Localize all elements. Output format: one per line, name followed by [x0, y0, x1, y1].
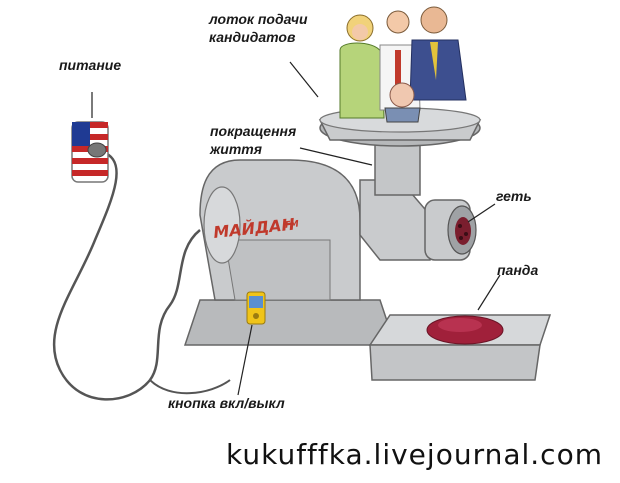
leader-panda — [477, 274, 501, 311]
leader-improvement — [299, 147, 373, 166]
label-power: питание — [59, 57, 122, 73]
power-cord — [52, 150, 201, 401]
us-flag-plug-icon — [71, 121, 109, 183]
label-feeder: лоток подачи кандидатов — [209, 11, 308, 45]
label-get-out: геть — [496, 188, 532, 204]
label-improvement: покращення життя — [210, 123, 297, 157]
power-switch-icon — [246, 291, 266, 325]
credit-watermark: kukufffka.livejournal.com — [226, 438, 603, 471]
grinder-body — [183, 124, 431, 346]
label-panda: панда — [497, 262, 539, 278]
label-switch: кнопка вкл/выкл — [168, 395, 285, 411]
leader-get-out — [467, 203, 496, 223]
leader-feeder — [289, 61, 319, 98]
label-leader-lines — [91, 61, 501, 396]
power-cord-slack — [149, 379, 231, 395]
output-tray — [368, 314, 552, 381]
candidates-figures — [339, 6, 467, 123]
leader-switch — [237, 324, 253, 396]
grinder-output-head — [424, 199, 477, 261]
brand-tm: TM — [283, 219, 299, 231]
feeder-tray — [318, 107, 482, 147]
